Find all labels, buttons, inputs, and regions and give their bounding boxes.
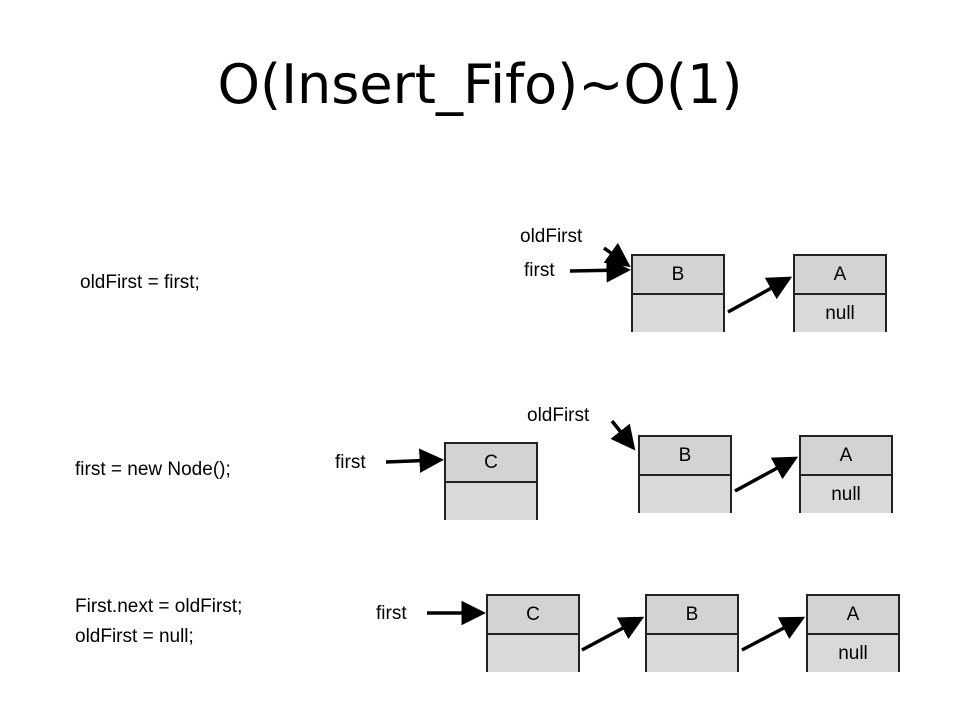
node-value: A [808,596,898,635]
step3-c-next-arrow [581,616,645,652]
step2-first-arrow [385,448,444,473]
step3-node-a: A null [806,594,900,672]
code-line: First.next = oldFirst; [75,596,243,617]
slide-title: O(Insert_Fifo)~O(1) [217,53,743,116]
step1-b-next-arrow [727,276,793,314]
node-value: A [795,256,885,295]
step2-b-next-arrow [734,456,799,493]
step1-oldfirst-arrow [602,242,631,268]
step2-node-c: C [444,442,538,520]
step2-code: first = new Node(); [75,455,231,485]
step3-node-c: C [486,594,580,672]
step1-code: oldFirst = first; [80,268,200,298]
step2-oldfirst-arrow [610,419,636,451]
step3-node-b: B [645,594,739,672]
step3-b-next-arrow [741,616,806,652]
node-next: null [808,635,898,672]
code-line: oldFirst = first; [80,272,200,293]
step1-first-arrow [569,258,631,283]
node-next [446,483,536,520]
node-next: null [795,295,885,332]
node-next [640,476,730,513]
step1-node-b: B [631,254,725,332]
node-value: A [801,437,891,476]
code-line: first = new Node(); [75,459,231,480]
step3-code: First.next = oldFirst; oldFirst = null; [75,592,242,652]
node-value: B [640,437,730,476]
step1-node-a: A null [793,254,887,332]
step1-oldfirst-label: oldFirst [520,226,583,247]
step2-node-a: A null [799,435,893,513]
step2-node-b: B [638,435,732,513]
node-value: B [633,256,723,295]
step2-oldfirst-label: oldFirst [527,405,590,426]
node-value: C [446,444,536,483]
node-next: null [801,476,891,513]
code-line: oldFirst = null; [75,626,194,647]
node-next [647,635,737,672]
step2-first-label: first [335,452,366,473]
step1-first-label: first [524,260,555,281]
node-next [633,295,723,332]
node-next [488,635,578,672]
node-value: C [488,596,578,635]
node-value: B [647,596,737,635]
step3-first-label: first [376,603,407,624]
